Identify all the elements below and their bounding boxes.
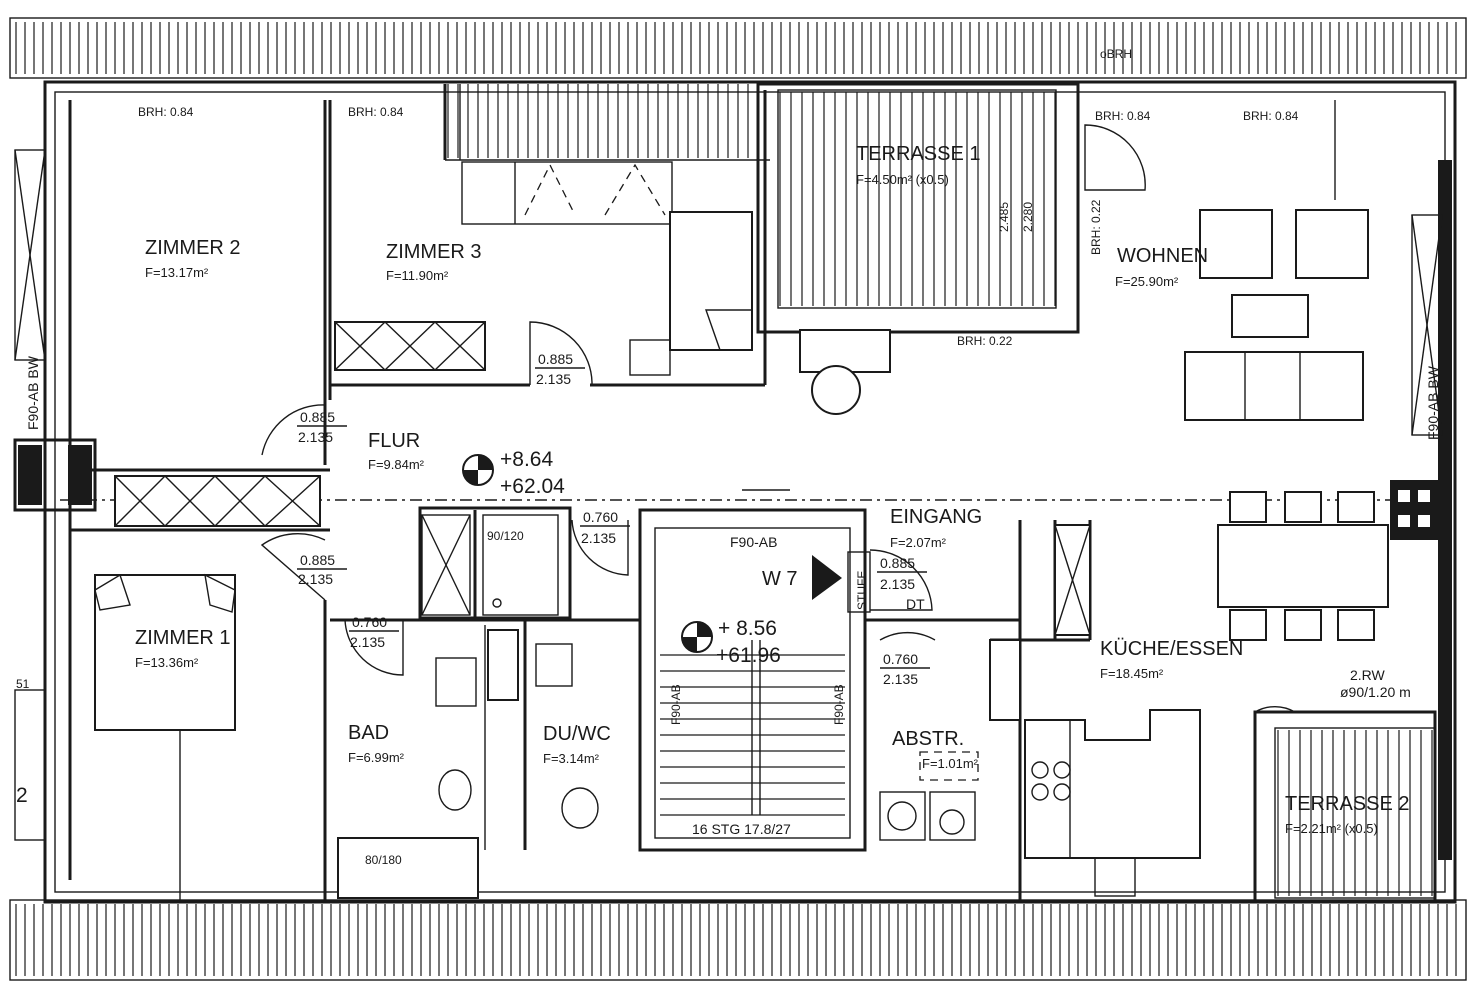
f90-stair-top: F90-AB	[730, 534, 777, 550]
door-width: 0.885	[300, 409, 335, 425]
room-area-kueche: F=18.45m²	[1100, 666, 1164, 681]
room-area-terrasse1: F=4.50m² (x0.5)	[856, 172, 949, 187]
level-marker-stair	[681, 621, 713, 653]
zimmer3-sill: BRH: 0.84	[348, 105, 404, 119]
room-name-flur: FLUR	[368, 430, 420, 452]
kitchen-counter	[1024, 709, 1201, 897]
room-name-eingang: EINGANG	[890, 506, 982, 528]
room-name-terrasse1: TERRASSE 1	[856, 143, 980, 165]
room-area-zimmer2: F=13.17m²	[145, 265, 209, 280]
edge-label-b: 2	[16, 784, 28, 807]
f90-left-label: F90-AB BW	[25, 355, 41, 430]
room-name-duwc: DU/WC	[543, 723, 611, 745]
rw-label-a: 2.RW	[1350, 667, 1386, 683]
bathtub-size: 80/180	[365, 853, 402, 867]
room-area-wohnen: F=25.90m²	[1115, 274, 1179, 289]
bathroom-fixtures	[337, 514, 979, 899]
door-height: 2.135	[298, 571, 333, 587]
edge-label-a: 51	[16, 677, 30, 691]
hatch-band-bottom	[9, 899, 1467, 981]
door-height: 2.135	[883, 671, 918, 687]
terrace-height-b: 2.280	[1021, 202, 1035, 232]
furniture-wohnen	[799, 124, 1369, 421]
door-width: 0.885	[538, 351, 573, 367]
room-area-eingang: F=2.07m²	[890, 535, 947, 550]
columns	[18, 445, 1440, 540]
door-height: 2.135	[536, 371, 571, 387]
door-swings	[260, 321, 1296, 713]
level-flur-absolute: +62.04	[500, 475, 565, 498]
terrasse1-sill-side: BRH: 0.22	[1089, 199, 1103, 255]
level-stair-absolute: +61.96	[716, 644, 781, 667]
door-width: 0.760	[583, 509, 618, 525]
furniture-zimmer3-desk	[461, 161, 753, 376]
door-label-zimmer2: 0.885 2.135	[297, 409, 347, 445]
bed-zimmer1	[94, 573, 236, 731]
level-flur-relative: +8.64	[500, 448, 553, 471]
room-name-wohnen: WOHNEN	[1117, 245, 1208, 267]
door-label-zimmer1: 0.885 2.135	[297, 552, 347, 587]
room-name-abstr: ABSTR.	[892, 728, 964, 750]
room-name-zimmer2: ZIMMER 2	[145, 237, 241, 259]
wardrobe-zimmer3	[334, 321, 486, 371]
door-height: 2.135	[298, 429, 333, 445]
door-width: 0.885	[880, 555, 915, 571]
wohnen-sill-left: BRH: 0.84	[1095, 109, 1151, 123]
door-label-zimmer3: 0.885 2.135	[535, 351, 585, 387]
door-width: 0.760	[883, 651, 918, 667]
top-sill-label: oBRH	[1100, 47, 1132, 61]
door-height: 2.135	[581, 530, 616, 546]
room-area-abstr: F=1.01m²	[922, 756, 979, 771]
door-type: DT	[906, 596, 925, 612]
rw-label-b: ø90/1.20 m	[1340, 684, 1411, 700]
stair	[660, 489, 871, 816]
room-name-zimmer3: ZIMMER 3	[386, 241, 482, 263]
room-area-flur: F=9.84m²	[368, 457, 425, 472]
f90-right-label: F90-AB BW	[1425, 365, 1441, 440]
door-height: 2.135	[880, 576, 915, 592]
room-area-zimmer3: F=11.90m²	[386, 268, 449, 283]
door-label-storage: 0.760 2.135	[580, 509, 630, 546]
windows	[14, 149, 1443, 841]
door-label-abstr: 0.760 2.135	[880, 651, 930, 687]
hatch-band-top	[9, 17, 1467, 79]
room-area-terrasse2: F=2.21m² (x0.5)	[1285, 821, 1378, 836]
level-marker-flur	[462, 454, 494, 486]
room-name-bad: BAD	[348, 722, 389, 744]
wardrobe-eingang	[1054, 524, 1091, 636]
room-name-zimmer1: ZIMMER 1	[135, 627, 231, 649]
hatch-lines	[15, 22, 1457, 976]
zimmer2-sill: BRH: 0.84	[138, 105, 194, 119]
step-label: STUFE	[855, 571, 869, 610]
wardrobe-flur	[114, 475, 321, 527]
door-width: 0.760	[352, 614, 387, 630]
room-area-duwc: F=3.14m²	[543, 751, 600, 766]
room-name-terrasse2: TERRASSE 2	[1285, 793, 1409, 815]
door-label-entrance: 0.885 2.135 DT	[877, 555, 927, 612]
door-height: 2.135	[350, 634, 385, 650]
window-w7: W 7	[762, 568, 798, 590]
door-label-bad: 0.760 2.135	[349, 614, 399, 650]
room-area-zimmer1: F=13.36m²	[135, 655, 199, 670]
wohnen-sill-right: BRH: 0.84	[1243, 109, 1299, 123]
room-area-bad: F=6.99m²	[348, 750, 405, 765]
f90-stair-right: F90-AB	[832, 684, 846, 725]
stair-spec: 16 STG 17.8/27	[692, 821, 791, 837]
room-name-kueche: KÜCHE/ESSEN	[1100, 638, 1243, 660]
dining-table	[1217, 491, 1389, 641]
terrace-height-a: 2.485	[997, 202, 1011, 232]
door-width: 0.885	[300, 552, 335, 568]
level-stair-relative: + 8.56	[718, 617, 777, 640]
shower-size: 90/120	[487, 529, 524, 543]
terrasse1-sill-bottom: BRH: 0.22	[957, 334, 1013, 348]
f90-stair-left: F90-AB	[669, 684, 683, 725]
